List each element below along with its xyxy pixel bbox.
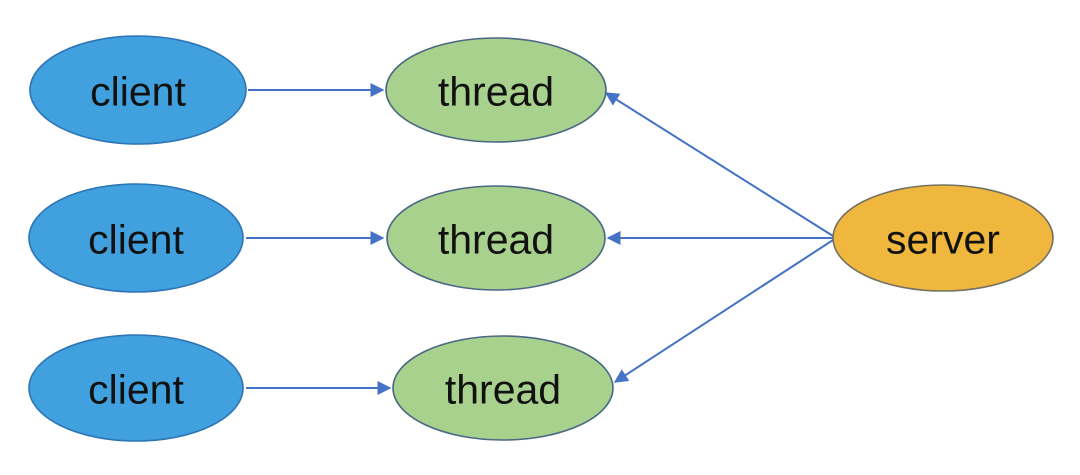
client-3-shape: [28, 334, 244, 442]
server-to-thread-3-arrow: [613, 239, 834, 383]
client-1-node: client: [29, 35, 247, 145]
thread-1-label: thread: [438, 69, 554, 115]
client-2-shape: [28, 183, 244, 293]
server-node: server: [832, 184, 1054, 292]
thread-1-node: thread: [385, 37, 607, 143]
thread-3-node: thread: [392, 335, 614, 441]
server-label: server: [886, 217, 1000, 263]
thread-2-node: thread: [386, 185, 606, 291]
client-3-label: client: [88, 367, 184, 413]
server-shape: [832, 184, 1054, 292]
thread-3-label: thread: [445, 367, 561, 413]
server-to-thread-1-arrow: [604, 92, 834, 237]
thread-3-shape: [392, 335, 614, 441]
thread-2-shape: [386, 185, 606, 291]
thread-2-label: thread: [438, 217, 554, 263]
thread-1-shape: [385, 37, 607, 143]
client-1-shape: [29, 35, 247, 145]
client-2-label: client: [88, 217, 184, 263]
client-1-label: client: [90, 69, 186, 115]
client-3-node: client: [28, 334, 244, 442]
client-2-node: client: [28, 183, 244, 293]
